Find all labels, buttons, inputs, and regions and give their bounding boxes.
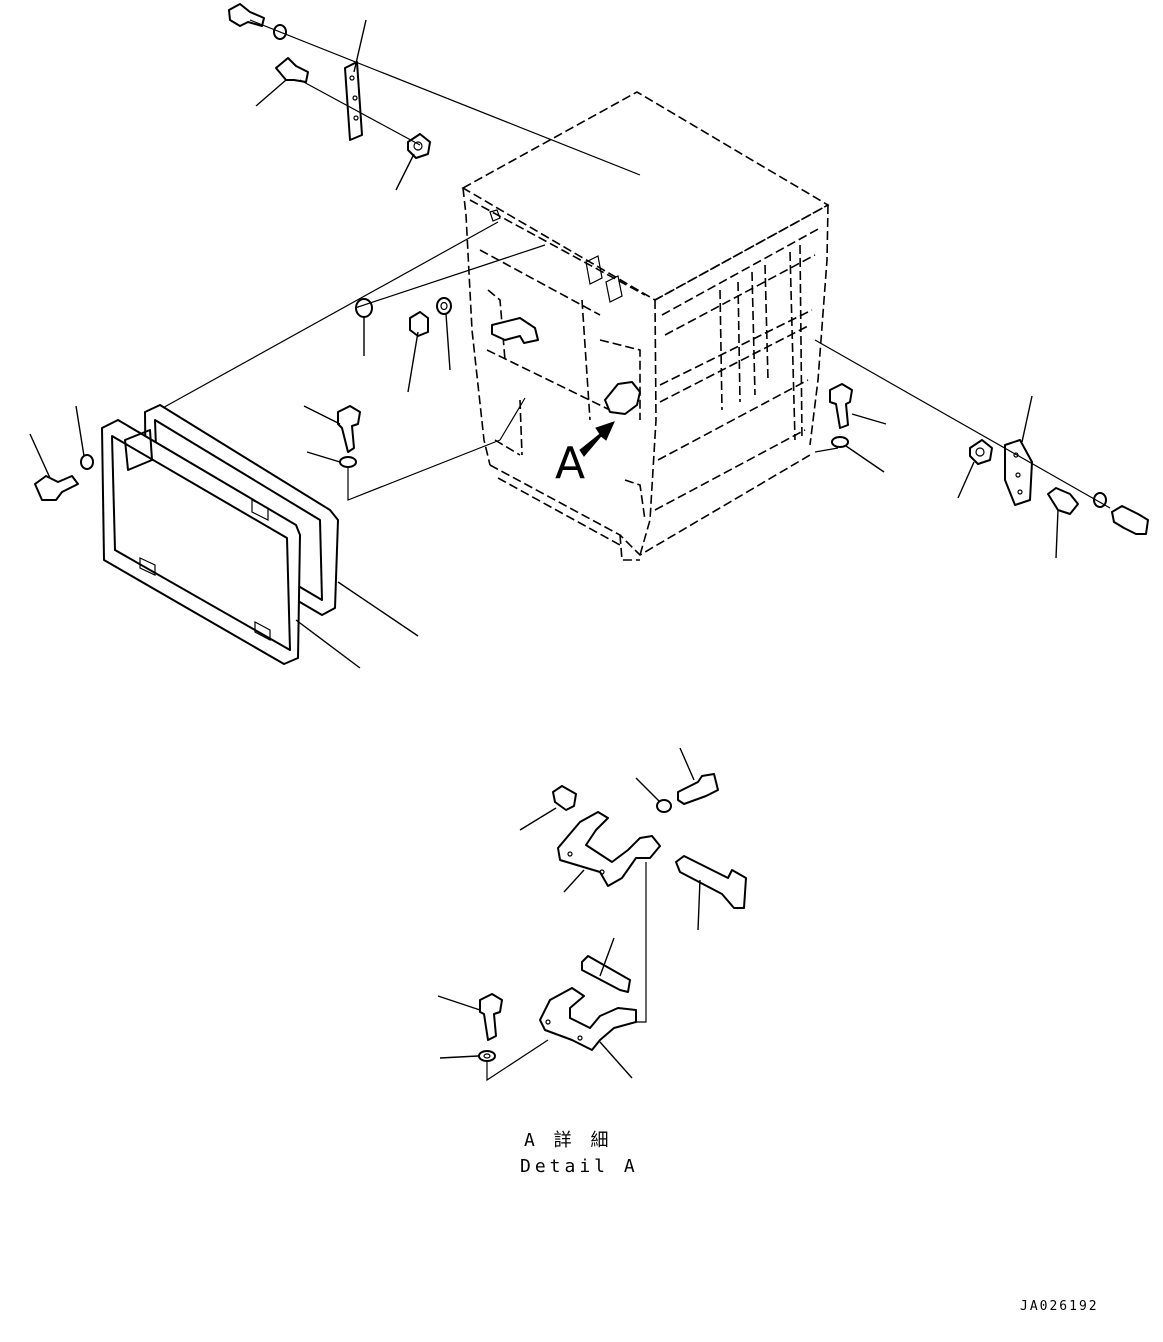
cab-latch-upper [491, 317, 539, 344]
detail-washer-upper [656, 799, 672, 813]
callout-leaders [29, 19, 1059, 1079]
drawing-number: JA026192 [1020, 1299, 1099, 1314]
cab-outline [461, 91, 830, 561]
hinge-bolt-right [1111, 505, 1149, 535]
washer-right-middle [831, 436, 849, 448]
hinge-bracket-top [344, 61, 363, 141]
nut-right [969, 439, 993, 465]
cab-latch-lower [604, 381, 641, 415]
hinge-bracket-right [1004, 439, 1033, 506]
center-line-pin [299, 79, 421, 146]
view-a-arrow [579, 421, 615, 457]
spacer-1 [355, 298, 373, 318]
detail-bolt-lower [479, 993, 503, 1041]
spacer-2 [409, 311, 429, 337]
detail-caption-japanese: A 詳 細 [524, 1130, 613, 1151]
detail-pin [581, 955, 631, 993]
spacer-3 [436, 297, 452, 315]
nut-top [407, 133, 431, 159]
latch-bracket-upper [557, 811, 661, 887]
hinge-bolt-top [228, 3, 265, 27]
center-line-spacers [149, 221, 499, 416]
center-line-right [814, 339, 1111, 509]
window-frame-inner [101, 419, 301, 665]
view-a-label: A [555, 438, 585, 489]
hinge-pin-top [275, 57, 309, 83]
detail-washer-lower [478, 1050, 496, 1062]
side-bolt-left [337, 405, 361, 453]
frame-washer-left [80, 454, 94, 470]
hinge-pin-right [1047, 487, 1079, 515]
frame-bolt-left [34, 475, 79, 501]
detail-caption-english: Detail A [520, 1156, 639, 1177]
detail-nut [552, 785, 577, 811]
detail-bolt-upper [677, 773, 719, 805]
side-bolt-right [829, 383, 853, 429]
detail-long-bolt [675, 855, 747, 909]
washer-left-middle [339, 456, 357, 468]
detail-a [478, 773, 747, 1082]
latch-bracket-lower [539, 987, 637, 1051]
center-line-top [249, 19, 641, 176]
